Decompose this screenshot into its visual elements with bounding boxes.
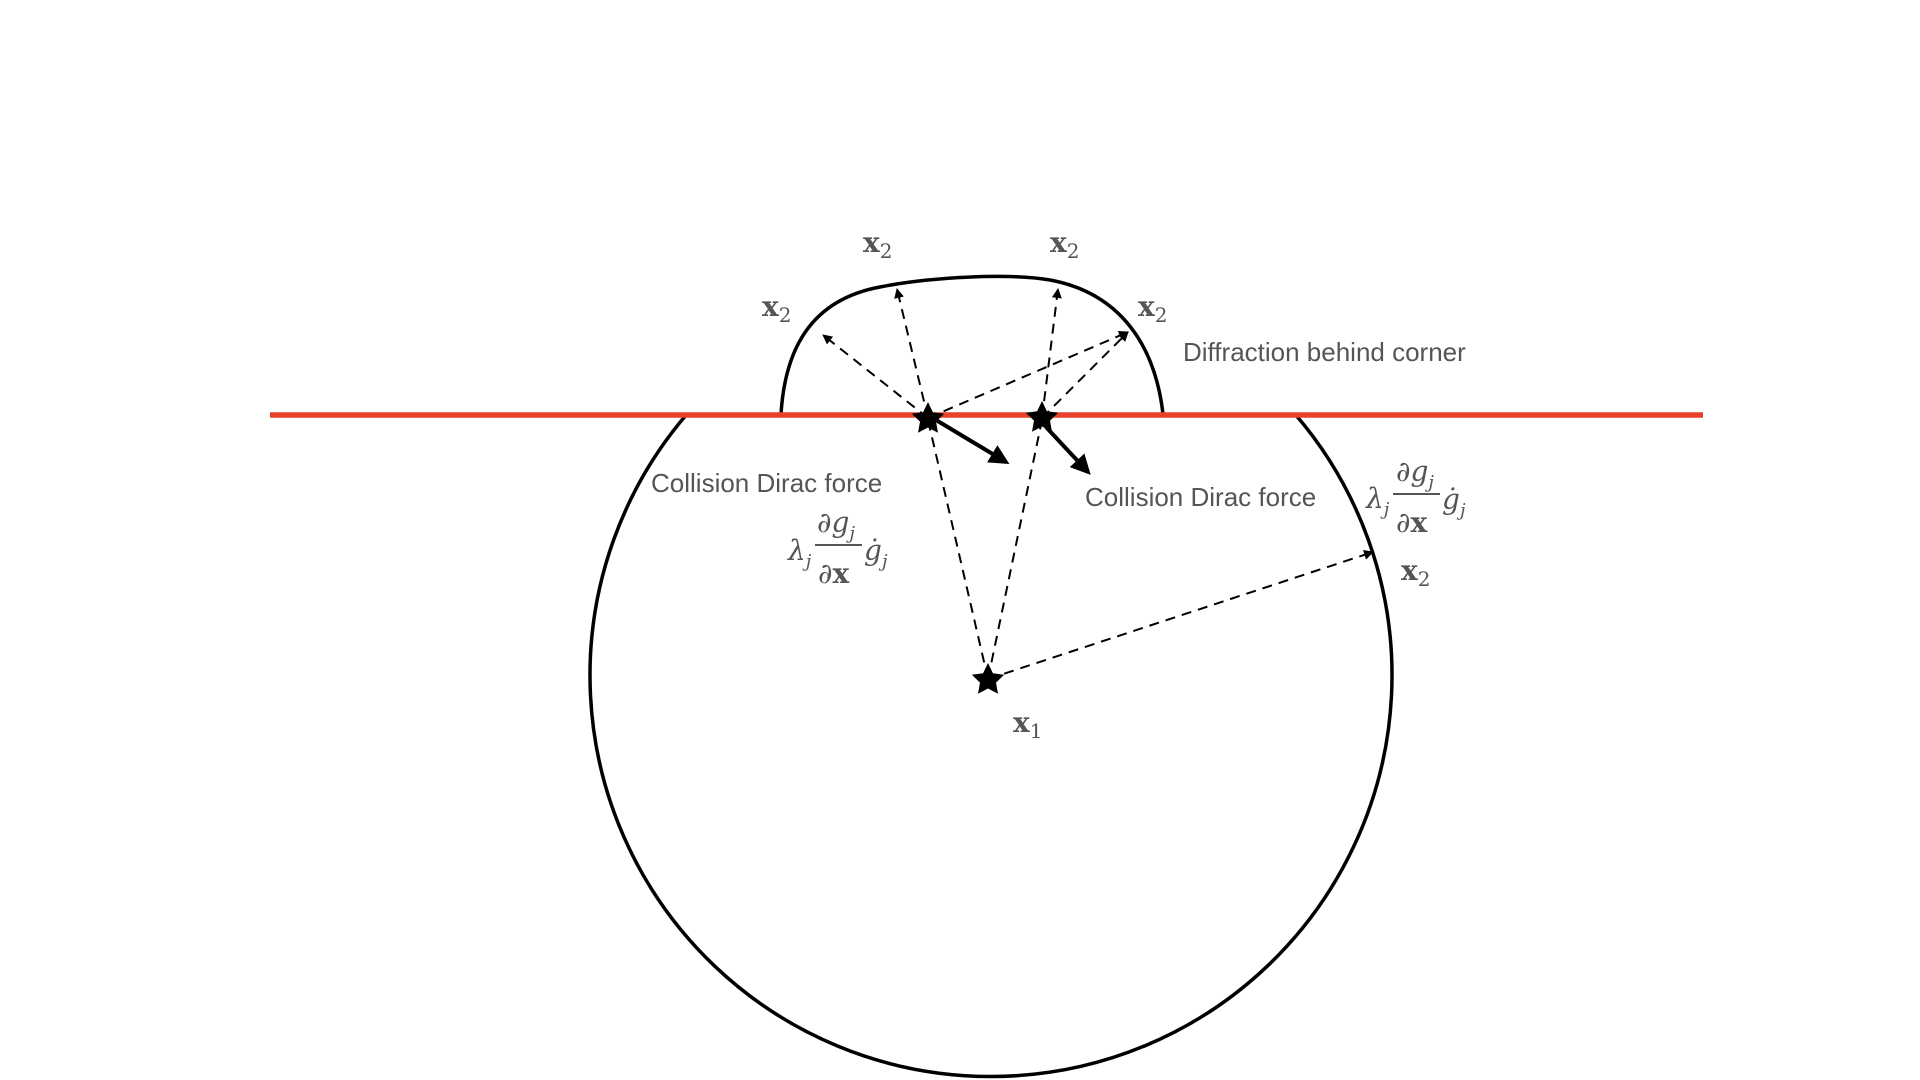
corner-point-right-star xyxy=(1025,401,1059,432)
dirac-force-arrow-left xyxy=(934,418,1010,465)
ray-left-corner-to-cap-top xyxy=(894,288,929,419)
svg-text:ġj: ġj xyxy=(1442,483,1466,521)
start-point-x1-star xyxy=(971,663,1005,694)
dirac-force-formula-left: λj ∂gj ∂x ġj xyxy=(787,506,888,590)
x2-label-top-right: x2 xyxy=(1050,226,1079,263)
corner-point-left-star xyxy=(911,402,945,433)
svg-text:ġj: ġj xyxy=(864,534,888,572)
svg-text:λj: λj xyxy=(787,534,812,572)
svg-text:∂x: ∂x xyxy=(818,557,849,590)
ray-right-corner-to-cap-top xyxy=(1041,288,1062,419)
ray-left-corner-to-cap-left xyxy=(822,334,929,419)
ray-left-corner-to-cap-right xyxy=(927,330,1129,419)
x2-label-top-left: x2 xyxy=(863,226,892,263)
ray-x1-to-boundary xyxy=(987,550,1374,680)
svg-text:∂gj: ∂gj xyxy=(1396,455,1434,493)
ray-x1-to-left-corner xyxy=(927,419,989,680)
dirac-force-formula-right: λj ∂gj ∂x ġj xyxy=(1365,455,1466,539)
diffraction-region-cap xyxy=(779,274,1165,415)
collision-force-label-left: Collision Dirac force xyxy=(651,468,882,498)
svg-text:∂x: ∂x xyxy=(1396,506,1427,539)
svg-text:∂gj: ∂gj xyxy=(817,506,855,544)
collision-force-label-right: Collision Dirac force xyxy=(1085,482,1316,512)
reachable-region-circle xyxy=(588,412,1394,1079)
ray-right-corner-to-cap-right xyxy=(1041,331,1129,419)
x1-label: x1 xyxy=(1013,706,1042,743)
dirac-force-arrow-right xyxy=(1044,425,1091,475)
x2-label-right: x2 xyxy=(1138,290,1167,327)
x2-label-boundary: x2 xyxy=(1401,554,1430,591)
x2-label-left: x2 xyxy=(762,290,791,327)
ray-x1-to-right-corner xyxy=(987,419,1043,680)
svg-text:λj: λj xyxy=(1365,482,1390,520)
diffraction-label: Diffraction behind corner xyxy=(1183,337,1466,367)
